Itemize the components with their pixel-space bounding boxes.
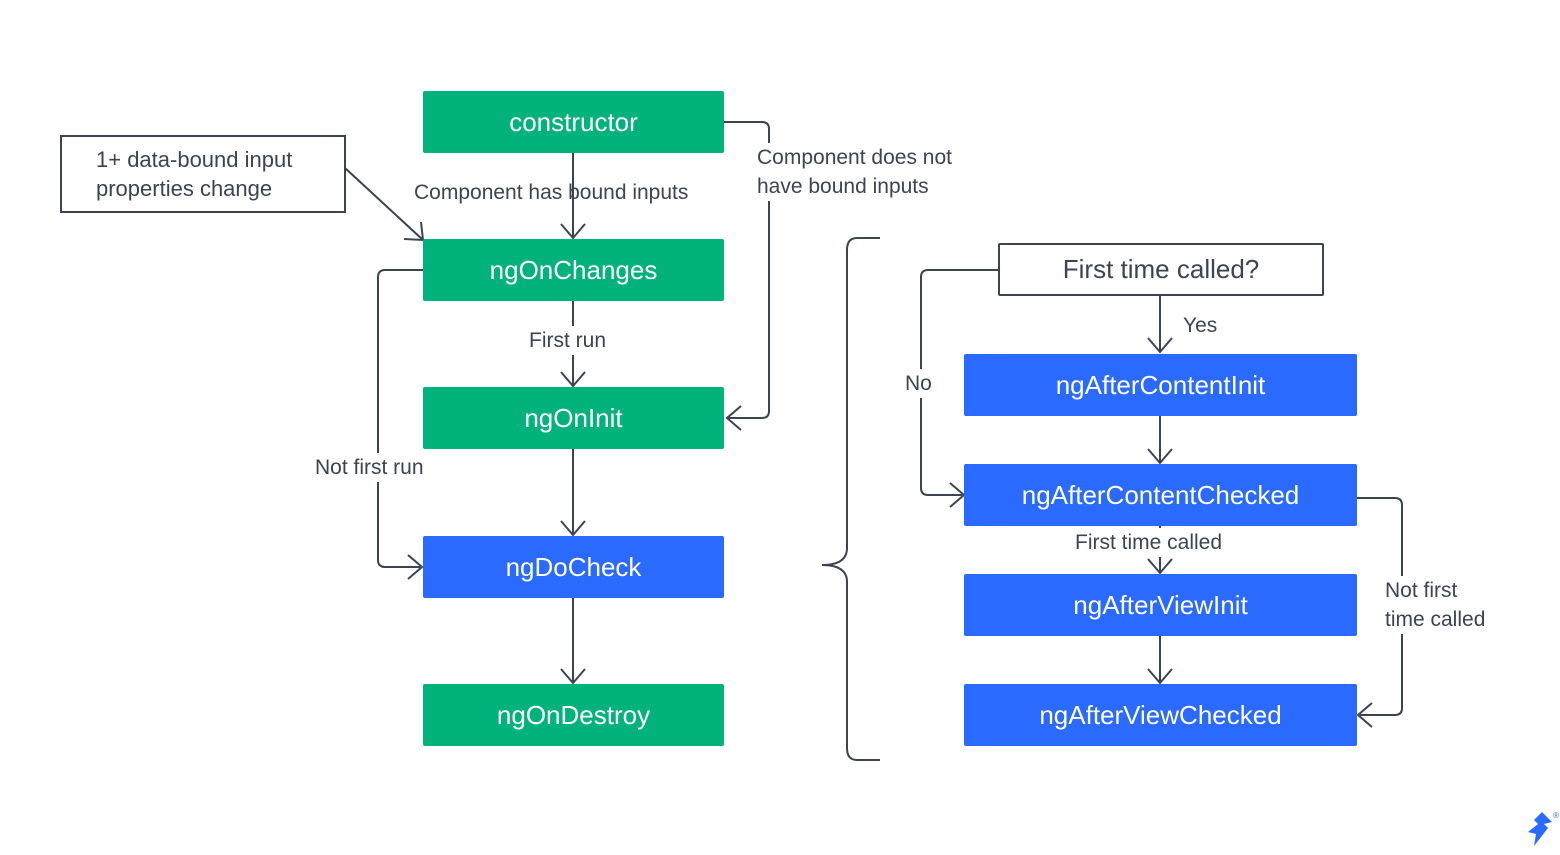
label-not-first-run: Not first run: [315, 453, 424, 482]
label-component-has-bound-inputs: Component has bound inputs: [414, 181, 689, 204]
label-component-no-bound-inputs: Component does not have bound inputs: [757, 143, 956, 201]
label-not-first-time-called: Not first time called: [1385, 576, 1486, 634]
label-component-no-bound-line-1: Component does not: [757, 146, 952, 169]
note-line-2: properties change: [96, 176, 273, 201]
note-line-1: 1+ data-bound input: [96, 147, 293, 172]
ngafterviewinit-box: ngAfterViewInit: [964, 574, 1357, 636]
svg-text:®: ®: [1553, 811, 1559, 820]
label-first-time-called: First time called: [1075, 528, 1223, 557]
label-component-no-bound-line-2: have bound inputs: [757, 175, 929, 198]
label-not-first-time-line-1: Not first: [1385, 579, 1458, 602]
ngonchanges-box: ngOnChanges: [423, 239, 724, 301]
ngaftercontentchecked-box: ngAfterContentChecked: [964, 464, 1357, 526]
label-first-run: First run: [529, 326, 607, 355]
ngdocheck-box: ngDoCheck: [423, 536, 724, 598]
input-change-note: 1+ data-bound input properties change: [60, 135, 346, 213]
toptal-logo-icon: ®: [1520, 810, 1560, 855]
ngafterviewchecked-box: ngAfterViewChecked: [964, 684, 1357, 746]
ngondestroy-box: ngOnDestroy: [423, 684, 724, 746]
ngoninit-box: ngOnInit: [423, 387, 724, 449]
ngaftercontentinit-box: ngAfterContentInit: [964, 354, 1357, 416]
label-not-first-time-line-2: time called: [1385, 608, 1486, 631]
constructor-box: constructor: [423, 91, 724, 153]
first-time-called-box: First time called?: [998, 243, 1324, 296]
label-no: No: [905, 369, 932, 398]
label-yes: Yes: [1183, 314, 1218, 337]
